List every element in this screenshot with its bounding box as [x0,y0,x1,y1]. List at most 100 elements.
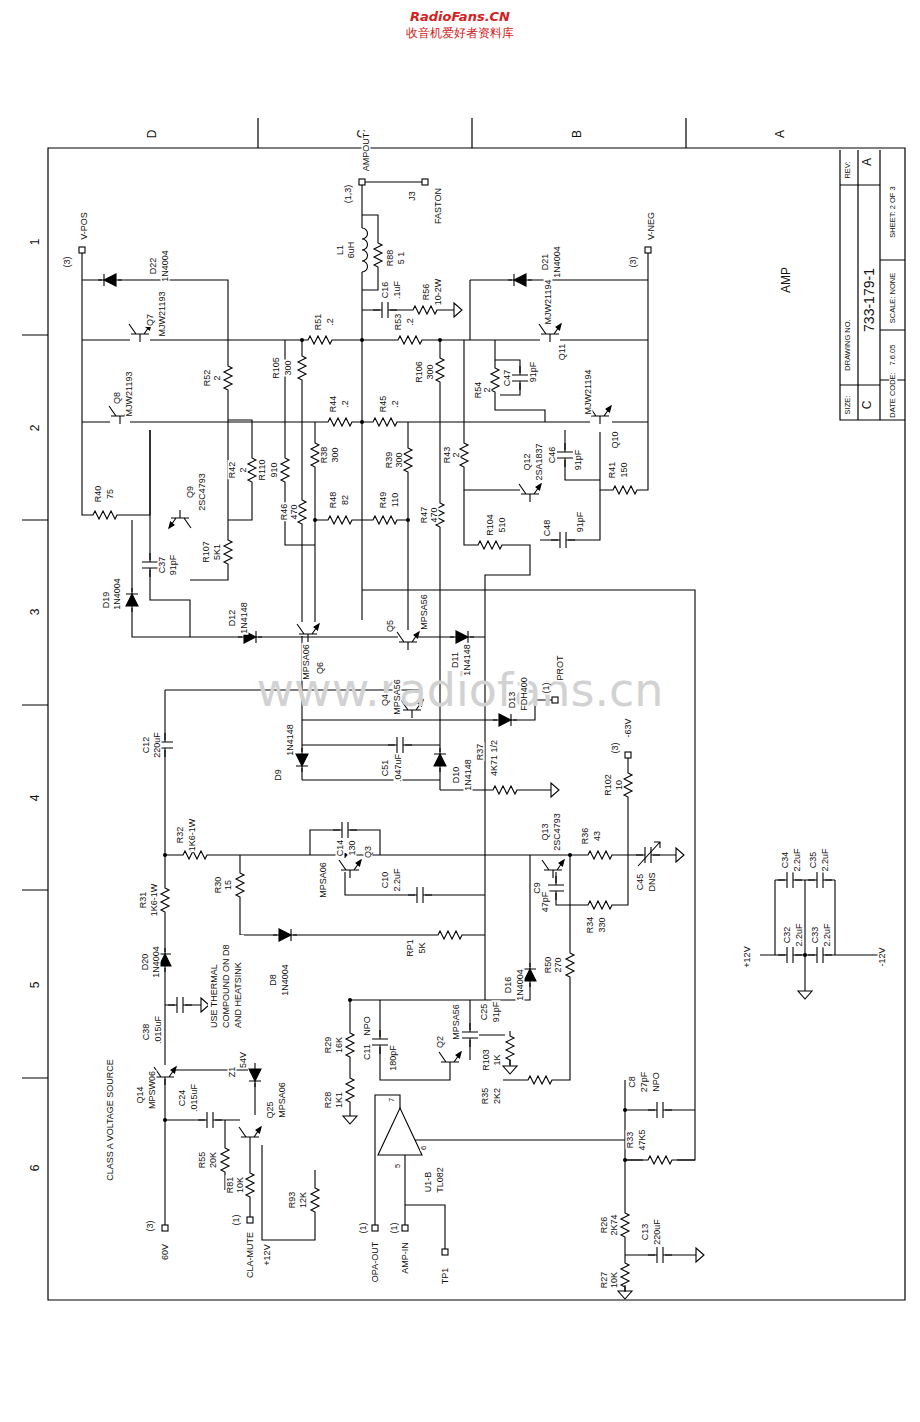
schematic-label: RP1 [406,938,415,958]
schematic-label: R55 [198,1151,207,1170]
schematic-label: 16K [335,1036,344,1054]
schematic-label: NPO [363,1015,372,1037]
schematic-label: R39 [385,451,394,470]
schematic-label: (1) [542,682,551,695]
schematic-label: 300 [395,451,404,468]
schematic-label: 10 [615,779,624,791]
schematic-label: 2.2uF [823,922,832,947]
schematic-label: 220uF [153,731,162,759]
schematic-label: R30 [214,876,223,895]
schematic-label: 2SA1837 [535,442,544,481]
schematic-label: +12V [263,1243,272,1266]
schematic-label: 3 [29,608,41,617]
schematic-label: MJW21194 [544,279,553,326]
schematic-label: R51 [314,313,323,332]
schematic-label: 1N4004 [553,245,562,279]
schematic-label: 1K6-1W [188,818,197,853]
schematic-label: 1K1 [335,1091,344,1109]
schematic-label: D13 [508,691,517,710]
schematic-label: (1) [232,1214,241,1227]
schematic-label: C34 [781,851,790,870]
schematic-label: C16 [381,281,390,300]
schematic-label: TP1 [441,1267,450,1286]
schematic-label: 43 [593,830,602,842]
schematic-label: R34 [586,916,595,935]
schematic-label: 75 [106,488,115,500]
schematic-label: L1 [336,244,345,256]
schematic-label: 6uH [347,241,356,260]
schematic-label: 1N4004 [281,963,290,997]
schematic-label: R54 [474,381,483,400]
schematic-label: MPSA06 [319,861,328,899]
schematic-label: .2 [326,317,335,327]
components [79,179,832,1299]
schematic-label: 5K [418,941,427,954]
schematic-label: 4K71 1/2 [490,739,499,777]
schematic-label: 130 [348,839,357,856]
schematic-label: 91pF [169,554,178,577]
schematic-label: R29 [324,1036,333,1055]
schematic-label: R40 [94,485,103,504]
schematic-label: 2K74 [610,1213,619,1236]
schematic-label: 110 [391,492,400,508]
schematic-label: 12K [299,1191,308,1209]
schematic-label: 7.6.05 [889,344,897,367]
schematic-label: R36 [581,827,590,846]
schematic-label: 470 [290,503,299,520]
schematic-label: (1,3) [344,184,353,205]
schematic-label: 54V [239,1051,248,1069]
schematic-label: C [861,400,873,411]
schematic-label: 5K1 [213,543,222,561]
schematic-label: C25 [480,1003,489,1022]
schematic-label: J3 [408,190,417,202]
schematic-label: U1-B [424,1171,433,1194]
schematic-label: 510 [498,516,507,533]
schematic-label: 91pF [574,449,583,472]
schematic-label: (3) [611,742,620,755]
schematic-label: Q3 [364,845,373,859]
schematic-label: R53 [394,313,403,332]
schematic-label: .015uF [190,1083,199,1113]
schematic-label: MJW21193 [158,291,167,338]
schematic-label: 150 [620,461,629,478]
schematic-label: C13 [641,1223,650,1242]
schematic-label: C24 [178,1089,187,1108]
schematic-label: Q25 [266,1100,275,1119]
schematic-label: MPSA56 [393,678,402,716]
schematic-label: A [774,129,786,139]
schematic-label: AMPOUT [362,132,371,173]
schematic-label: 4 [29,794,41,803]
drawing-frame [22,118,905,1300]
schematic-label: R81 [226,1176,235,1195]
schematic-label: R88 [386,249,395,268]
schematic-label: R47 [420,506,429,525]
schematic-label: 5 [29,981,41,990]
schematic-label: 6 [29,1164,41,1173]
schematic-label: OPA-OUT [371,1241,380,1283]
schematic-label: NPO [652,1071,661,1093]
schematic-label: 1 [29,238,41,247]
schematic-label: A [861,157,873,167]
schematic-label: C51 [381,759,390,778]
wires [82,182,878,1285]
schematic-label: D16 [504,976,513,995]
schematic-label: D8 [269,973,278,987]
schematic-label: DNS [648,871,657,892]
schematic-label: 2 [239,466,248,473]
schematic-label: -12V [878,946,887,967]
schematic-label: C11 [363,1043,372,1061]
schematic-label: 1K [493,1053,502,1066]
schematic-label: 2SC4793 [553,812,562,852]
schematic-label: Q4 [381,693,390,707]
schematic-label: 91pF [529,361,538,384]
schematic-label: D10 [452,766,461,785]
schematic-label: 180pF [389,1044,398,1072]
schematic-label: C48 [543,519,552,538]
schematic-label: Q13 [541,822,550,841]
schematic-label: 15 [224,879,233,891]
schematic-label: .2 [391,399,400,409]
schematic-label: 300 [331,446,340,463]
schematic-label: Q10 [611,430,620,449]
schematic-label: 1N4148 [464,758,473,792]
